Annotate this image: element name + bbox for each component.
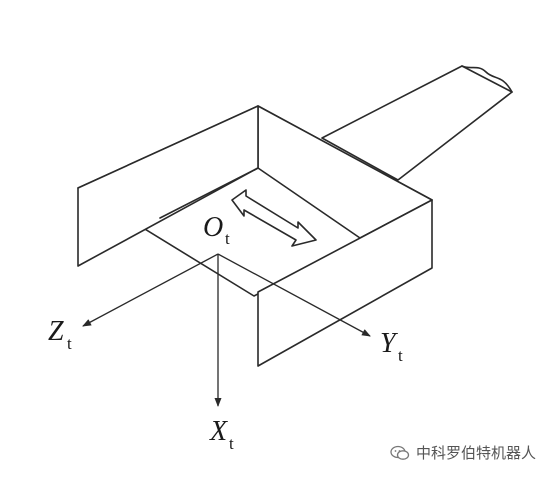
- y-axis-letter: Y: [380, 328, 399, 359]
- origin-label: O t: [203, 212, 230, 248]
- jaw-motion-arrow: [231, 189, 317, 247]
- robot-arm: [321, 65, 513, 181]
- z-axis-arrow: [82, 253, 219, 327]
- origin-letter: O: [203, 212, 223, 243]
- origin-subscript: t: [225, 229, 230, 248]
- z-axis-letter: Z: [48, 316, 64, 347]
- x-axis-label: X t: [209, 416, 234, 453]
- wechat-icon: [390, 445, 410, 460]
- z-axis-label: Z t: [48, 316, 72, 353]
- y-axis-subscript: t: [398, 346, 403, 365]
- inner-edge-line: [159, 167, 259, 219]
- watermark-text: 中科罗伯特机器人: [415, 444, 536, 462]
- watermark: 中科罗伯特机器人: [390, 442, 536, 463]
- gripper-right-finger: [257, 199, 433, 367]
- y-axis-arrow: [217, 253, 371, 337]
- x-axis-letter: X: [209, 416, 228, 447]
- x-axis-subscript: t: [229, 434, 234, 453]
- y-axis-label: Y t: [380, 328, 403, 365]
- coordinate-axes: [82, 253, 371, 407]
- z-axis-subscript: t: [67, 334, 72, 353]
